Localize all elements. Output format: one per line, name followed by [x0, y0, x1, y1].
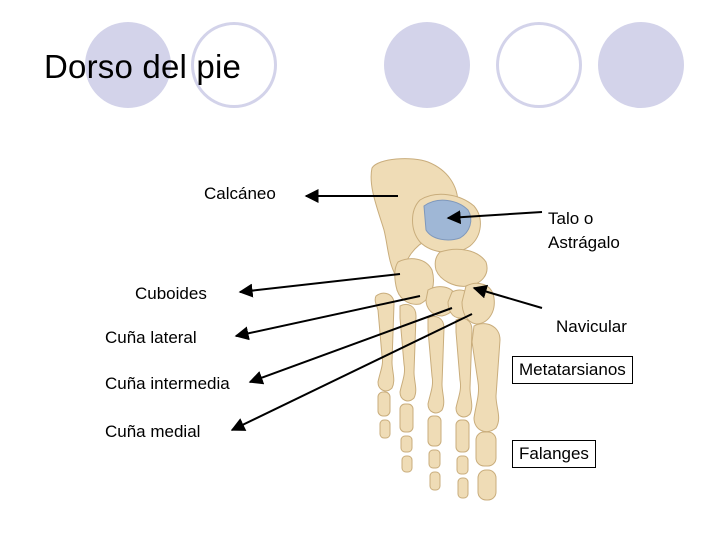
decor-circle-2 — [191, 22, 277, 108]
phalanx-5-distal — [379, 419, 391, 439]
metatarsal-5 — [374, 292, 395, 392]
label-calcaneo: Calcáneo — [204, 184, 276, 203]
cuboid-bone — [394, 258, 434, 305]
foot-bones — [370, 158, 501, 501]
decor-circle-5 — [598, 22, 684, 108]
label-cuboides: Cuboides — [135, 284, 207, 303]
navicular-bone — [434, 248, 488, 287]
leader-cuna-medial — [230, 313, 473, 431]
label-astragalo: Astrágalo — [548, 233, 620, 252]
label-cuna-lateral: Cuña lateral — [105, 328, 197, 347]
phalanx-2-distal — [457, 477, 469, 499]
label-navicular: Navicular — [556, 317, 627, 336]
phalanx-3-proximal — [427, 415, 442, 447]
leader-cuna-intermedia — [248, 307, 453, 385]
phalanx-4-proximal — [399, 403, 414, 433]
phalanx-5-proximal — [377, 391, 391, 417]
metatarsal-2 — [455, 317, 473, 418]
label-talo: Talo o — [548, 209, 594, 228]
phalanx-4-middle — [400, 435, 413, 453]
decor-circle-4 — [496, 22, 582, 108]
phalanx-3-distal — [429, 471, 441, 491]
metatarsal-1 — [471, 323, 501, 433]
label-metatarsianos: Metatarsianos — [512, 356, 633, 384]
talus-cartilage — [423, 199, 472, 241]
phalanx-4-distal — [401, 455, 413, 473]
metatarsal-3 — [427, 315, 445, 414]
leader-cuboides — [238, 273, 401, 298]
metatarsal-4 — [399, 303, 417, 402]
label-cuna-medial: Cuña medial — [105, 422, 201, 441]
page-title: Dorso del pie — [44, 48, 242, 85]
leader-lines — [230, 189, 543, 431]
phalanx-2-middle — [456, 455, 469, 475]
leader-navicular — [472, 284, 543, 309]
phalanx-1-proximal — [475, 431, 497, 467]
leader-talo — [446, 210, 543, 225]
phalanx-2-proximal — [455, 419, 470, 453]
decor-circle-3 — [384, 22, 470, 108]
phalanx-3-middle — [428, 449, 441, 469]
decor-circle-1 — [85, 22, 171, 108]
leader-cuna-lateral — [234, 295, 421, 341]
label-cuna-intermedia: Cuña intermedia — [105, 374, 230, 393]
label-falanges: Falanges — [512, 440, 596, 468]
phalanx-1-distal — [477, 469, 497, 501]
